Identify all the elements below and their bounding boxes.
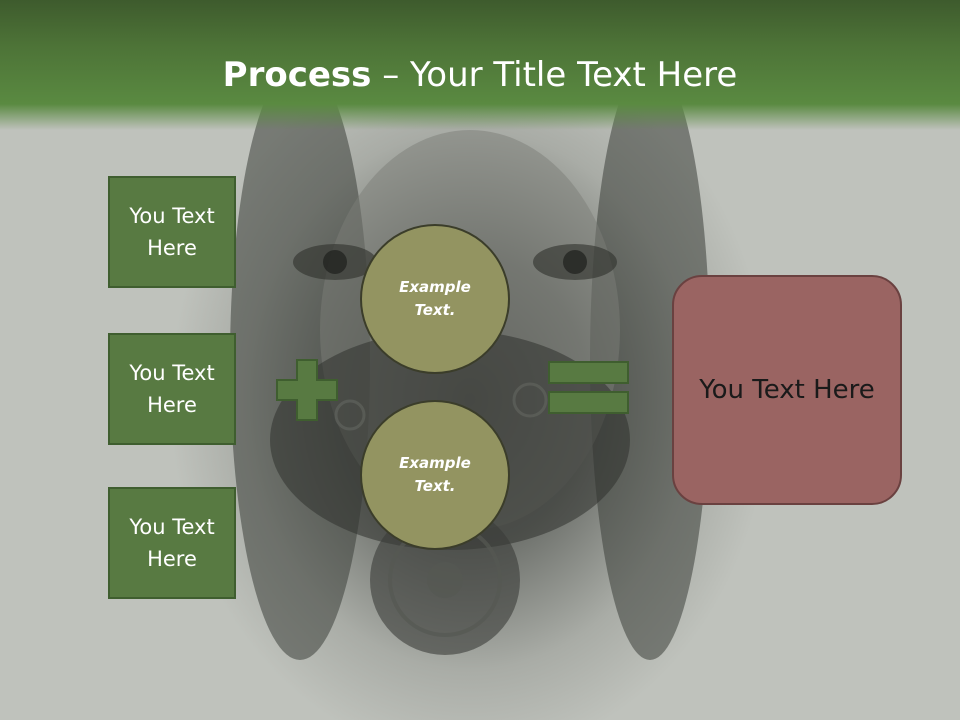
title-separator: – — [371, 55, 411, 95]
plus-icon — [276, 359, 338, 421]
example-circle-1-label: Example Text. — [399, 278, 471, 319]
title-rest: Your Title Text Here — [410, 55, 738, 95]
input-box-3: You Text Here — [108, 487, 236, 599]
equals-icon — [548, 361, 629, 414]
example-circle-2-label: Example Text. — [399, 454, 471, 495]
title-bar — [0, 0, 960, 130]
result-box: You Text Here — [672, 275, 902, 505]
example-circle-2: Example Text. — [360, 400, 510, 550]
input-box-2: You Text Here — [108, 333, 236, 445]
example-circle-1: Example Text. — [360, 224, 510, 374]
slide-title: Process – Your Title Text Here — [0, 55, 960, 95]
title-bold: Process — [222, 55, 372, 95]
input-box-1: You Text Here — [108, 176, 236, 288]
